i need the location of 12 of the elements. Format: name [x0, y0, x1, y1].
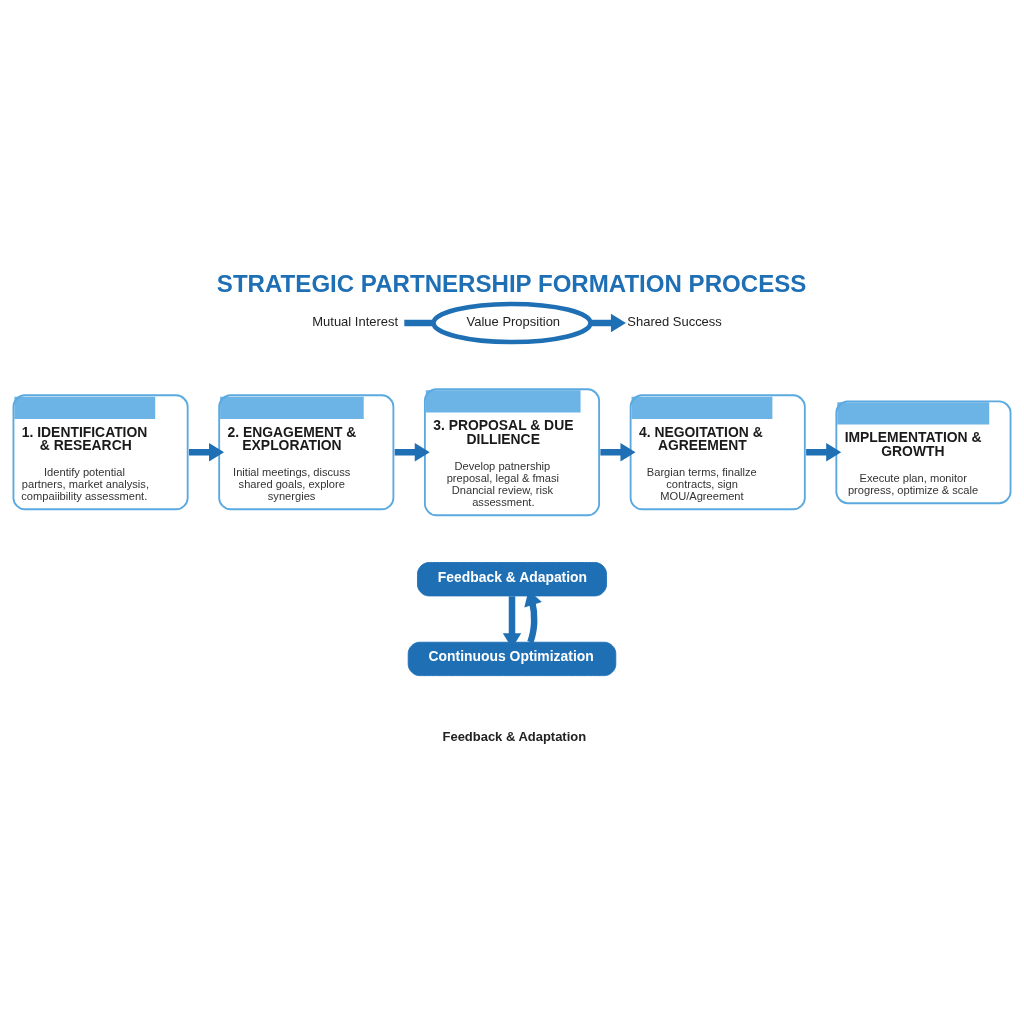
label: Feedback & Adaptation — [442, 728, 587, 744]
arrow — [590, 313, 626, 332]
node-text: Mutual Interest — [312, 313, 399, 329]
node-box: Feedback & Adapation — [417, 561, 607, 596]
connector — [404, 319, 434, 326]
arrow — [188, 442, 225, 461]
node-box: Continuous Optimization — [407, 641, 617, 676]
node-text: Shared Success — [627, 313, 722, 329]
arrow — [394, 442, 430, 461]
arrow — [600, 442, 636, 461]
diagram-title: STRATEGIC PARTNERSHIP FORMATION PROCESS — [216, 269, 807, 297]
node-ellipse: Value Propsition — [431, 301, 593, 344]
